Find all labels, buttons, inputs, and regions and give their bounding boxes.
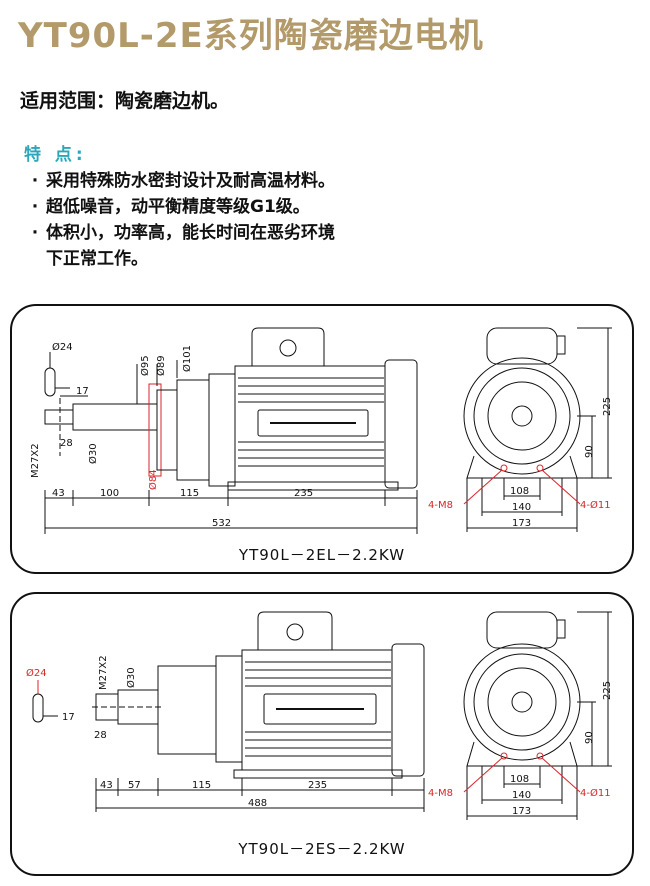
dim-17: 17 (76, 386, 89, 397)
shaft (92, 689, 162, 725)
bullet-icon: · (31, 223, 39, 243)
drawing-panel-el: Ø24 17 28 M27X2 Ø30 Ø95 Ø89 Ø101 Ø84 (10, 304, 634, 574)
end-view (463, 327, 612, 532)
model-label: YT90L－2ES－2.2KW (238, 840, 406, 858)
dim-d101: Ø101 (181, 345, 193, 372)
feature-text: 体积小，功率高，能长时间在恶劣环境 (46, 223, 335, 243)
motor-body (227, 327, 418, 491)
dim-532: 532 (212, 518, 231, 529)
feature-item: · 采用特殊防水密封设计及耐高温材料。 (24, 168, 335, 194)
feature-text: 采用特殊防水密封设计及耐高温材料。 (46, 171, 335, 191)
end-view (463, 611, 612, 820)
dim-488: 488 (248, 798, 267, 809)
dim-28: 28 (94, 730, 107, 741)
dim-h225: 225 (602, 397, 613, 416)
feature-list: · 采用特殊防水密封设计及耐高温材料。 · 超低噪音，动平衡精度等级G1级。 · 体积… (24, 168, 335, 272)
dim-115: 115 (192, 780, 211, 791)
dim-17: 17 (62, 712, 75, 723)
dim-d30: Ø30 (125, 667, 137, 688)
dim-4-d11: 4-Ø11 (580, 787, 611, 799)
dim-d30: Ø30 (87, 443, 99, 464)
features-title: 特 点: (24, 145, 87, 165)
dim-m27x2: M27X2 (98, 655, 109, 690)
feature-item-continuation: 下正常工作。 (24, 246, 335, 272)
dim-57: 57 (128, 780, 141, 791)
dim-d24: Ø24 (26, 667, 47, 679)
dim-4-m8: 4-M8 (428, 500, 453, 511)
drawing-panel-es: Ø24 17 28 M27X2 Ø30 (10, 592, 634, 876)
dim-4-m8: 4-M8 (428, 788, 453, 799)
feature-text: 下正常工作。 (46, 249, 148, 269)
model-label: YT90L－2EL－2.2KW (238, 546, 406, 564)
length-dimensions (95, 778, 425, 812)
motor-drawing-es: Ø24 17 28 M27X2 Ø30 (26, 611, 613, 820)
dim-43: 43 (52, 488, 65, 499)
dim-h90: 90 (584, 445, 595, 458)
shaft-key-detail (32, 680, 58, 723)
flange-assembly (157, 655, 243, 763)
motor-body (233, 611, 425, 779)
dim-h90: 90 (584, 731, 595, 744)
dim-w173: 173 (512, 806, 531, 817)
feature-item: · 体积小，功率高，能长时间在恶劣环境 (24, 220, 335, 246)
dim-w173: 173 (512, 518, 531, 529)
dim-d24: Ø24 (52, 341, 73, 353)
bullet-icon: · (31, 197, 39, 217)
dim-115: 115 (180, 488, 199, 499)
shaft-key-detail (44, 352, 88, 397)
feature-item: · 超低噪音，动平衡精度等级G1级。 (24, 194, 335, 220)
application-scope: 适用范围：陶瓷磨边机。 (20, 90, 230, 112)
dim-4-d11: 4-Ø11 (580, 499, 611, 511)
dim-43: 43 (100, 780, 113, 791)
dim-m27x2: M27X2 (30, 443, 41, 478)
dim-235: 235 (308, 780, 327, 791)
dim-w140: 140 (512, 790, 531, 801)
flange-assembly (136, 360, 236, 487)
dim-d89: Ø89 (155, 355, 167, 376)
dim-h225: 225 (602, 681, 613, 700)
length-dimensions (44, 490, 418, 534)
dim-w140: 140 (512, 502, 531, 513)
dim-d95: Ø95 (139, 355, 151, 376)
feature-text: 超低噪音，动平衡精度等级G1级。 (46, 197, 310, 217)
bullet-icon: · (31, 171, 39, 191)
dim-d84: Ø84 (147, 469, 159, 490)
dim-100: 100 (100, 488, 119, 499)
page-title: YT90L-2E系列陶瓷磨边电机 (18, 16, 484, 56)
dim-w108: 108 (510, 774, 529, 785)
dim-w108: 108 (510, 486, 529, 497)
motor-drawing-el: Ø24 17 28 M27X2 Ø30 Ø95 Ø89 Ø101 Ø84 (30, 327, 613, 534)
dim-235: 235 (294, 488, 313, 499)
dim-28: 28 (60, 438, 73, 449)
